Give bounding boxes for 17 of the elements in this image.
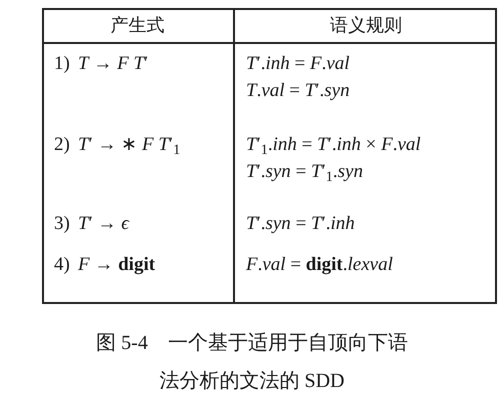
semantic-rule: T′.syn = T′$_{1}$.syn xyxy=(246,160,363,184)
semantic-rule: T′.inh = F.val xyxy=(246,52,350,76)
semantic-rule: T′.syn = T′.inh xyxy=(246,212,355,236)
production-rule: T′ → ∗ F T′$_{1}$ xyxy=(78,133,180,157)
production-rule: F → digit xyxy=(78,253,156,277)
caption: 图 5-4 一个基于适用于自顶向下语法分析的文法的 SDD xyxy=(96,331,408,394)
column-header: 语义规则 xyxy=(329,14,403,37)
row-number: 2) xyxy=(54,133,70,157)
production-rule: T′ → ϵ xyxy=(78,212,129,236)
semantic-rule: F.val = digit.lexval xyxy=(246,253,393,277)
column-header: 产生式 xyxy=(110,14,166,37)
row-number: 4) xyxy=(54,253,70,277)
semantic-rule: T.val = T′.syn xyxy=(246,79,350,103)
row-number: 1) xyxy=(54,52,70,76)
row-number: 3) xyxy=(54,212,70,236)
production-rule: T → F T′ xyxy=(78,52,148,76)
semantic-rule: T′$_{1}$.inh = T′.inh × F.val xyxy=(246,133,421,157)
